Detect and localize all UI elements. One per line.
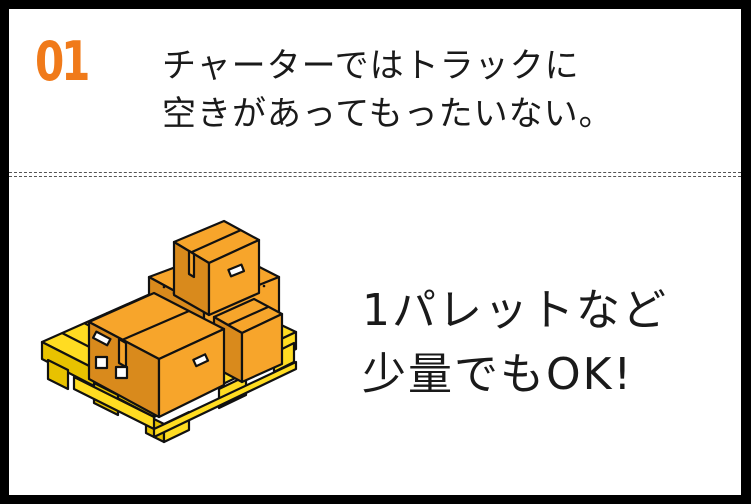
message-line-1: 1パレットなど xyxy=(362,285,668,336)
boxes-on-pallet-icon xyxy=(40,219,298,444)
card: 01 チャーターではトラックに 空きがあってもったいない。 xyxy=(9,9,741,495)
headline: チャーターではトラックに 空きがあってもったいない。 xyxy=(162,42,722,138)
headline-line-2: 空きがあってもったいない。 xyxy=(162,94,614,134)
dashed-divider xyxy=(9,172,741,177)
message: 1パレットなど 少量でもOK! xyxy=(362,279,668,407)
message-line-2: 少量でもOK! xyxy=(362,349,634,400)
top-box-icon xyxy=(172,219,261,317)
headline-line-1: チャーターではトラックに xyxy=(162,46,580,86)
step-number: 01 xyxy=(35,30,91,93)
front-box-icon xyxy=(87,291,226,419)
